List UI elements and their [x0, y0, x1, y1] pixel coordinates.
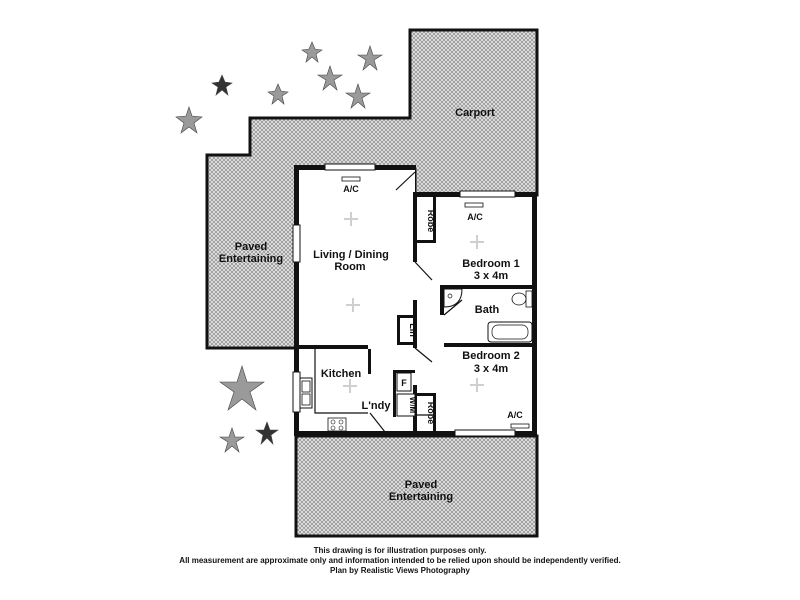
plant-icon: [267, 83, 289, 105]
toilet-bowl: [511, 292, 527, 306]
linen-label: Lin: [408, 323, 418, 337]
wall-linen-top: [397, 315, 417, 318]
wall-linen: [397, 315, 400, 345]
plant-icon: [344, 83, 372, 109]
ac-bedroom1-label: A/C: [467, 212, 483, 222]
wall-bedroom-left-mid: [413, 300, 417, 348]
window-living-left: [292, 224, 301, 263]
plant-icon: [219, 364, 265, 411]
window-bedroom1-top: [459, 190, 516, 198]
plant-icon: [175, 106, 203, 134]
robe-bedroom2-label: Robe: [426, 402, 436, 425]
door-entry: [395, 171, 416, 191]
paved-left-label-line2: Entertaining: [219, 253, 283, 265]
disclaimer-line-2: All measurement are approximate only and…: [179, 556, 621, 565]
light-points: [343, 212, 484, 393]
washing-machine-space: [396, 393, 416, 417]
robe-bedroom1-label: Robe: [426, 210, 436, 233]
door-bath: [443, 299, 463, 316]
bedroom2-label-line2: 3 x 4m: [474, 363, 508, 375]
kitchen-fixtures: [299, 349, 416, 432]
carport-label: Carport: [455, 107, 495, 119]
wall-bath-top: [440, 285, 535, 289]
room-labels: Carport Paved Entertaining Living / Dini…: [219, 107, 520, 503]
doors: [369, 171, 463, 433]
paved-left-label-line1: Paved: [235, 241, 267, 253]
window-living-top: [324, 163, 376, 171]
ac-units: [341, 176, 530, 429]
disclaimer-line-1: This drawing is for illustration purpose…: [313, 546, 487, 555]
wall-robe1-right: [433, 197, 436, 242]
wall-right: [532, 192, 537, 436]
door-bedroom2: [414, 347, 433, 363]
wall-kitchen-top: [294, 345, 368, 349]
fixture-labels: A/C A/C A/C Robe Robe Lin F W/M: [343, 184, 523, 424]
wall-laundry-top: [393, 370, 415, 373]
bedroom1-label-line2: 3 x 4m: [474, 270, 508, 282]
wall-bedroom-divider: [444, 343, 468, 347]
disclaimer: This drawing is for illustration purpose…: [0, 546, 800, 576]
wall-living-left-lower: [294, 262, 299, 348]
wall-laundry-left: [393, 372, 396, 417]
wall-linen-bottom: [397, 342, 417, 345]
living-label-line2: Room: [334, 261, 365, 273]
windows: [292, 163, 516, 437]
bath-fixtures: [443, 288, 533, 343]
kitchen-label: Kitchen: [321, 368, 362, 380]
wall-living-left: [294, 165, 299, 225]
bedroom2-label-line1: Bedroom 2: [462, 350, 519, 362]
door-bedroom1: [414, 261, 433, 281]
garden-plants: [175, 41, 384, 453]
wall-robe2-top: [416, 393, 436, 396]
wall-bedroom-left-upper: [413, 192, 417, 262]
ac-bedroom2-label: A/C: [507, 410, 523, 420]
bath-label: Bath: [475, 304, 500, 316]
paved-bottom-area: [294, 434, 539, 538]
outdoor-areas: [205, 28, 539, 538]
shower: [443, 288, 463, 308]
wall-bath-bottom: [465, 343, 535, 347]
paved-bottom-label-line2: Entertaining: [389, 491, 453, 503]
wall-robe2-right: [433, 395, 436, 435]
living-label-line1: Living / Dining: [313, 249, 389, 261]
wall-robe1-bottom: [416, 240, 436, 243]
paved-bottom-label-line1: Paved: [405, 479, 437, 491]
fridge-space: [396, 372, 412, 392]
plant-icon: [356, 45, 384, 71]
window-bedroom2-bottom: [454, 429, 516, 437]
bedroom1-label-line1: Bedroom 1: [462, 258, 519, 270]
fridge-label: F: [401, 378, 407, 388]
plant-icon: [211, 74, 233, 96]
disclaimer-line-3: Plan by Realistic Views Photography: [330, 566, 470, 575]
plant-icon: [316, 65, 344, 91]
plant-icon: [301, 41, 323, 63]
cooktop: [327, 417, 347, 432]
plant-icon: [218, 427, 246, 453]
ac-living-label: A/C: [343, 184, 359, 194]
door-laundry: [369, 412, 386, 433]
laundry-label: L'ndy: [362, 400, 392, 412]
toilet-cistern: [525, 290, 533, 308]
window-kitchen-left: [292, 371, 301, 413]
wall-bath-left: [440, 285, 444, 315]
washing-machine-label: W/M: [408, 397, 417, 414]
plant-icon: [255, 421, 279, 445]
